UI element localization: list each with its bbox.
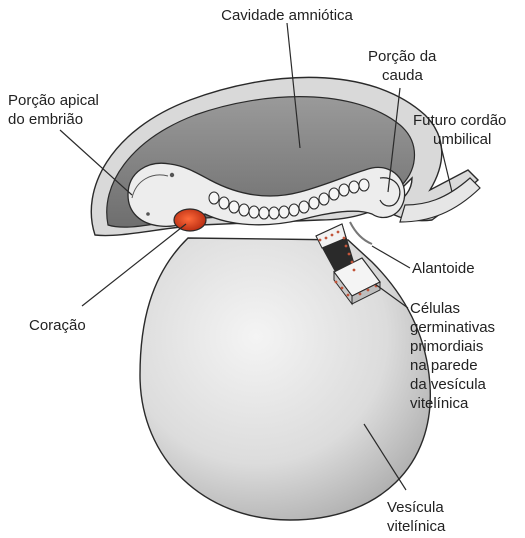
allantois-shape [349, 221, 373, 245]
label-tail-portion-line2: cauda [382, 67, 423, 84]
label-apical-portion: Porção apical do embrião [8, 91, 99, 129]
label-germ-cells-line3: primordiais [410, 338, 484, 355]
label-heart-text: Coração [29, 317, 86, 334]
label-tail-portion: Porção da cauda [368, 47, 436, 85]
leader-germ-cells [374, 283, 409, 309]
germ-cell-wall-cutout [315, 223, 381, 306]
somites [208, 178, 370, 220]
leader-allantois [371, 245, 411, 269]
leader-amniotic-cavity [286, 22, 301, 149]
leader-lines [59, 22, 453, 491]
embryo-ear-dot [146, 212, 150, 216]
umbilical-cord-stalk [399, 177, 481, 223]
label-apical-portion-line1: Porção apical [8, 92, 99, 109]
label-yolk-sac-line2: vitelínica [387, 518, 446, 535]
label-yolk-sac: Vesícula vitelínica [387, 498, 445, 536]
label-allantois-text: Alantoide [412, 260, 475, 277]
leader-tail-portion [387, 87, 401, 193]
label-tail-portion-line1: Porção da [368, 48, 437, 65]
label-yolk-sac-line1: Vesícula [387, 499, 444, 516]
leader-heart [81, 223, 187, 307]
label-apical-portion-line2: do embrião [8, 111, 84, 128]
label-future-cord-line1: Futuro cordão [413, 112, 507, 129]
label-germ-cells-line2: germinativas [410, 319, 496, 336]
yolk-sac-shape [139, 237, 431, 521]
label-future-cord: Futuro cordão umbilical [413, 111, 506, 149]
label-germ-cells: Células germinativas primordiais na pare… [410, 299, 495, 413]
heart-shape [173, 208, 207, 232]
label-germ-cells-line5: da vesícula [410, 376, 486, 393]
embryo-eye-dot [169, 172, 175, 178]
leader-yolk-sac [363, 423, 407, 491]
label-amniotic-cavity-text: Cavidade amniótica [221, 7, 353, 24]
label-germ-cells-line1: Células [410, 300, 461, 317]
label-germ-cells-line4: na parede [410, 357, 478, 374]
leader-future-cord [439, 141, 453, 193]
leader-apical-portion [59, 129, 133, 196]
label-heart: Coração [29, 316, 86, 335]
label-germ-cells-line6: vitelínica [410, 395, 469, 412]
label-future-cord-line2: umbilical [433, 131, 492, 148]
tail-curl [379, 177, 401, 207]
label-allantois: Alantoide [412, 259, 475, 278]
label-amniotic-cavity: Cavidade amniótica [212, 6, 362, 25]
head-bulge [131, 174, 169, 199]
